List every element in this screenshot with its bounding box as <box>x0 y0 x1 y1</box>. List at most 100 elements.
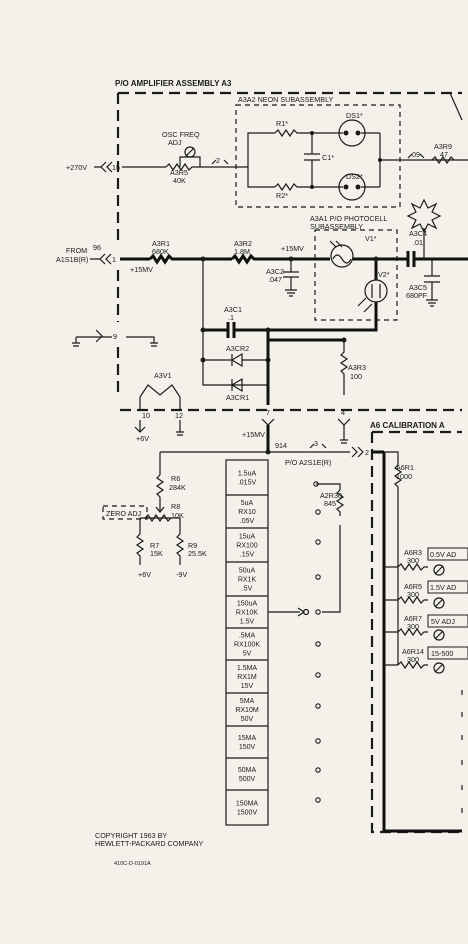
a6r14-label: A6R14 <box>402 647 424 656</box>
plus15mv-c-label: +15MV <box>242 430 265 439</box>
range-position-label: 150uA <box>237 601 258 608</box>
a6r7-label: A6R7 <box>404 614 422 623</box>
a6r3-adjust-screw[interactable] <box>433 564 445 576</box>
range-position-label: 5V <box>243 651 252 658</box>
r6-value: 284K <box>169 483 186 492</box>
a6r5-adjust-screw[interactable] <box>433 597 445 609</box>
node-3-label: 3 <box>314 439 318 448</box>
from-label: FROM <box>66 246 87 255</box>
a3cr1-label: A3CR1 <box>226 393 249 402</box>
range-position-label: RX1M <box>237 674 257 681</box>
photocell-title-1: A3A1 P/O PHOTOCELL <box>310 214 387 223</box>
minus9v-label: -9V <box>176 570 187 579</box>
cal-box-4[interactable] <box>427 646 468 660</box>
a3v1-label: A3V1 <box>154 371 172 380</box>
range-position-label: .015V <box>238 480 257 487</box>
a3c4-label: A3C4 <box>409 229 427 238</box>
v2-label: V2* <box>378 270 390 279</box>
a3c4-capacitor: A3C4 .01 <box>400 198 468 267</box>
a3c4-value: .01 <box>413 238 423 247</box>
range-position-label: 500V <box>239 776 256 783</box>
ds2-label: DS2* <box>346 172 363 181</box>
a6r1-value: 1000 <box>396 472 412 481</box>
a6r7-value: 300 <box>407 622 419 631</box>
a3r5-label: A3R5 <box>170 168 188 177</box>
a3c1-label: A3C1 <box>224 305 242 314</box>
range-position-label: .5V <box>242 586 253 593</box>
terminal-12-label: 12 <box>175 411 183 420</box>
a6r1-label: A6R1 <box>396 463 414 472</box>
bus-to-calibration: 914 3 2 A6R1 1000 P/O A2S1E(R) <box>160 439 414 495</box>
a6r3-value: 300 <box>407 556 419 565</box>
osc-freq-adj-screw[interactable] <box>184 146 196 158</box>
range-position-label: .5MA <box>239 633 256 640</box>
a3r3-value: 100 <box>350 372 362 381</box>
cal-box-1[interactable] <box>427 547 468 561</box>
plus6v-a-label: +6V <box>136 434 149 443</box>
range-position-label: 15MA <box>238 735 257 742</box>
a3c2-value: .047 <box>268 275 282 284</box>
feedback-network: A3C1 .1 A3CR2 A3CR1 A3R3 100 <box>200 259 366 405</box>
r1-label: R1* <box>276 119 288 128</box>
input-270v-circuit: +270V 15 OSC FREQ ADJ A3R5 40K 2 <box>66 130 236 185</box>
a3c2-label: A3C2 <box>266 267 284 276</box>
cal-box-3[interactable] <box>427 614 468 628</box>
assembly-title: P/O AMPLIFIER ASSEMBLY A3 <box>115 79 232 88</box>
a3r2-value: 1.8M <box>234 247 250 256</box>
range-position-label: 5MA <box>240 698 255 705</box>
range-position-label: RX100 <box>236 543 258 550</box>
r9-label: R9 <box>188 541 197 550</box>
v2-photocell: V2* <box>268 256 390 332</box>
photocell-subassembly-border <box>314 229 398 321</box>
range-position-label: 150V <box>239 744 256 751</box>
range-position-label: RX100K <box>234 642 260 649</box>
a3c1-value: .1 <box>228 313 234 322</box>
ds1-label: DS1* <box>346 111 363 120</box>
terminal-1-label: 1 <box>112 255 116 264</box>
cal-box-2[interactable] <box>427 580 468 594</box>
a3cr2-label: A3CR2 <box>226 344 249 353</box>
a3r9-label: A3R9 <box>434 142 452 151</box>
osc-freq-label-1: OSC FREQ <box>162 130 200 139</box>
a6r14-adjust-screw[interactable] <box>433 662 445 674</box>
neon-subassembly: R1* R2* C1* DS1* DS2* <box>236 111 468 201</box>
terminal-10-label: 10 <box>142 411 150 420</box>
r9-value: 25.5K <box>188 549 207 558</box>
switch-wiper[interactable] <box>302 608 310 616</box>
range-position-label: .15V <box>240 552 255 559</box>
terminal-2-label: 2 <box>365 448 369 457</box>
terminal-4-label: 4 <box>341 408 345 417</box>
a6r5-label: A6R5 <box>404 582 422 591</box>
a3r2-label: A3R2 <box>234 239 252 248</box>
main-signal-line: FROM A1S1B(R) 96 1 A3R1 680K +15MV A3R2 … <box>56 239 330 274</box>
a3c2-capacitor: A3C2 .047 <box>266 259 299 297</box>
range-labels: 1.5uA.015V5uARX10.05V15uARX100.15V50uARX… <box>226 471 268 817</box>
neon-title: A3A2 NEON SUBASSEMBLY <box>238 95 334 104</box>
a6-calibration-pots: A6R3 300 0.5V AD A6R5 300 1.5V AD A6R7 3… <box>384 495 468 674</box>
a3r5-value: 40K <box>173 176 186 185</box>
plus15mv-b-label: +15MV <box>281 244 304 253</box>
a6r3-label: A6R3 <box>404 548 422 557</box>
plus6v-b-label: +6V <box>138 570 151 579</box>
a6r14-value: 300 <box>407 655 419 664</box>
range-switch: A2R30 845 <box>225 459 345 826</box>
zero-adjust-network: R6 284K R8 10K ZERO ADJ R7 15K R9 25.5K … <box>102 452 207 579</box>
r7-label: R7 <box>150 541 159 550</box>
node-2-label: 2 <box>216 156 220 165</box>
a3r9-value: 47 <box>440 150 448 159</box>
a3c5-capacitor: A3C5 680PF <box>406 259 440 307</box>
switch-title: P/O A2S1E(R) <box>285 458 331 467</box>
range-position-label: 50MA <box>238 767 257 774</box>
range-position-label: 1.5V <box>240 619 255 626</box>
photocell-title-2: SUBASSEMBLY <box>310 222 363 231</box>
range-position-label: 1500V <box>237 810 258 817</box>
node-09-label: 09 <box>412 150 420 159</box>
r6-label: R6 <box>171 474 180 483</box>
a6r7-adjust-screw[interactable] <box>433 629 445 641</box>
terminal-9-ground: 9 <box>72 329 158 347</box>
terminal-7-label: 7 <box>266 408 270 417</box>
zero-adj-box[interactable] <box>102 505 148 520</box>
copyright-line-2: HEWLETT-PACKARD COMPANY <box>95 839 204 848</box>
a3r1-label: A3R1 <box>152 239 170 248</box>
